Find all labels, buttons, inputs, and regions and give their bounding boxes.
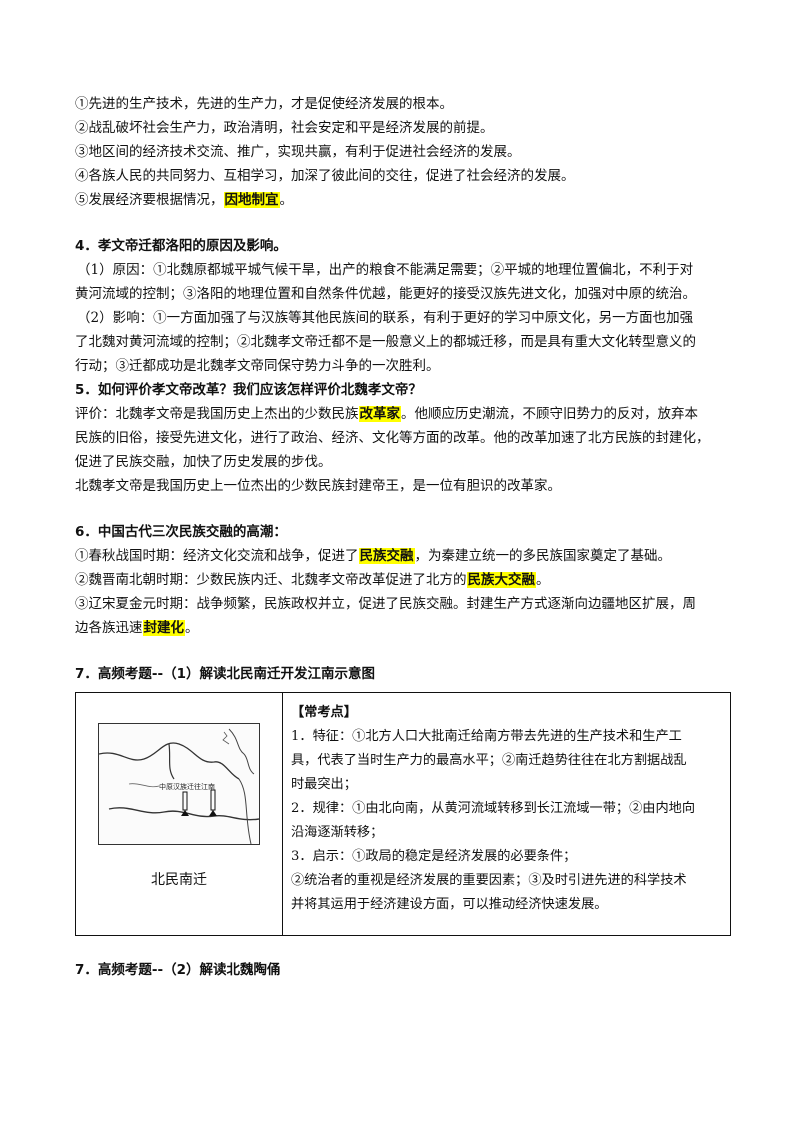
- paragraph-line: 行动；③迁都成功是北魏孝文帝同保守势力斗争的一次胜利。: [75, 358, 440, 374]
- map-cell: 中原汉族迁往江南 北民南迁: [75, 692, 283, 936]
- paragraph-line: （1）原因：①北魏原都城平城气候干旱，出产的粮食不能满足需要；②平城的地理位置偏…: [77, 262, 694, 278]
- list-item: ③地区间的经济技术交流、推广，实现共赢，有利于促进社会经济的发展。: [75, 144, 521, 160]
- map-caption: 北民南迁: [151, 872, 207, 888]
- paragraph-line: ③辽宋夏金元时期：战争频繁，民族政权并立，促进了民族交融。封建生产方式逐渐向边疆…: [75, 596, 696, 612]
- text-run: 。: [279, 192, 294, 208]
- point-line: 2．规律：①由北向南，从黄河流域转移到长江流域一带；②由内地向: [291, 801, 696, 816]
- list-item: ④各族人民的共同努力、互相学习，加深了彼此间的交往，促进了社会经济的发展。: [75, 168, 575, 184]
- paragraph-line: 边各族迅速封建化。: [75, 616, 735, 640]
- point-line: ②统治者的重视是经济发展的重要因素；③及时引进先进的科学技术: [291, 873, 687, 888]
- highlighted-term: 民族交融: [358, 548, 415, 564]
- section-6-heading: 6．中国古代三次民族交融的高潮：: [75, 524, 287, 540]
- paragraph-line: ①春秋战国时期：经济文化交流和战争，促进了民族交融，为秦建立统一的多民族国家奠定…: [75, 544, 735, 568]
- list-item: ②战乱破坏社会生产力，政治清明，社会安定和平是经济发展的前提。: [75, 120, 494, 136]
- section-7a-heading: 7．高频考题--（1）解读北民南迁开发江南示意图: [75, 666, 375, 682]
- paragraph-line: ②魏晋南北朝时期：少数民族内迁、北魏孝文帝改革促进了北方的民族大交融。: [75, 568, 735, 592]
- text-run: ②魏晋南北朝时期：少数民族内迁、北魏孝文帝改革促进了北方的: [75, 572, 467, 588]
- map-drawing: [99, 728, 259, 844]
- text-run: 。他顺应历史潮流，不顾守旧势力的反对，放弃本: [401, 406, 698, 422]
- point-line: 具，代表了当时生产力的最高水平；②南迁趋势往往在北方割据战乱: [291, 753, 687, 768]
- text-run: ，为秦建立统一的多民族国家奠定了基础。: [414, 548, 672, 564]
- migration-map: 中原汉族迁往江南: [98, 723, 260, 845]
- section-3-list: ①先进的生产技术，先进的生产力，才是促使经济发展的根本。 ②战乱破坏社会生产力，…: [75, 92, 735, 212]
- text-run: ①春秋战国时期：经济文化交流和战争，促进了: [75, 548, 359, 564]
- list-item: ⑤发展经济要根据情况，因地制宜。: [75, 188, 735, 212]
- point-line: 并将其运用于经济建设方面，可以推动经济快速发展。: [291, 897, 608, 912]
- text-run: 。: [536, 572, 550, 588]
- paragraph-line: 北魏孝文帝是我国历史上一位杰出的少数民族封建帝王，是一位有胆识的改革家。: [75, 478, 561, 494]
- list-item: ①先进的生产技术，先进的生产力，才是促使经济发展的根本。: [75, 96, 453, 112]
- points-title: 【常考点】: [291, 705, 357, 720]
- map-label: 中原汉族迁往江南: [159, 783, 215, 791]
- paragraph-line: 了北魏对黄河流域的控制；②北魏孝文帝迁都不是一般意义上的都城迁移，而是具有重大文…: [75, 334, 696, 350]
- section-4-heading: 4．孝文帝迁都洛阳的原因及影响。: [75, 238, 287, 254]
- text-run: 评价：北魏孝文帝是我国历史上杰出的少数民族: [75, 406, 359, 422]
- point-line: 3．启示：①政局的稳定是经济发展的必要条件；: [291, 849, 577, 864]
- highlighted-term: 封建化: [142, 620, 185, 636]
- key-points-table: 中原汉族迁往江南 北民南迁 【常考点】 1．特征：①北方人口大批南迁给南方带去先…: [75, 692, 731, 936]
- paragraph-line: 促进了民族交融，加快了历史发展的步伐。: [75, 454, 332, 470]
- point-line: 沿海逐渐转移；: [291, 825, 384, 840]
- point-line: 1．特征：①北方人口大批南迁给南方带去先进的生产技术和生产工: [291, 729, 682, 744]
- text-run: 。: [185, 620, 199, 636]
- paragraph-line: （2）影响：①一方面加强了与汉族等其他民族间的联系，有利于更好的学习中原文化，另…: [77, 310, 694, 326]
- point-line: 时最突出；: [291, 777, 357, 792]
- paragraph-line: 黄河流域的控制；③洛阳的地理位置和自然条件优越，能更好的接受汉族先进文化，加强对…: [75, 286, 696, 302]
- highlighted-term: 民族大交融: [466, 572, 536, 588]
- text-run: 边各族迅速: [75, 620, 143, 636]
- section-5-heading: 5．如何评价孝文帝改革？我们应该怎样评价北魏孝文帝？: [75, 382, 422, 398]
- paragraph-line: 民族的旧俗，接受先进文化，进行了政治、经济、文化等方面的改革。他的改革加速了北方…: [75, 430, 710, 446]
- highlighted-term: 因地制宜: [223, 192, 280, 208]
- text-run: ⑤发展经济要根据情况，: [75, 192, 224, 208]
- document-page: ①先进的生产技术，先进的生产力，才是促使经济发展的根本。 ②战乱破坏社会生产力，…: [75, 92, 735, 982]
- section-7b-heading: 7．高频考题--（2）解读北魏陶俑: [75, 962, 281, 978]
- paragraph-line: 评价：北魏孝文帝是我国历史上杰出的少数民族改革家。他顺应历史潮流，不顾守旧势力的…: [75, 402, 735, 426]
- points-cell: 【常考点】 1．特征：①北方人口大批南迁给南方带去先进的生产技术和生产工 具，代…: [282, 692, 731, 936]
- highlighted-term: 改革家: [358, 406, 401, 422]
